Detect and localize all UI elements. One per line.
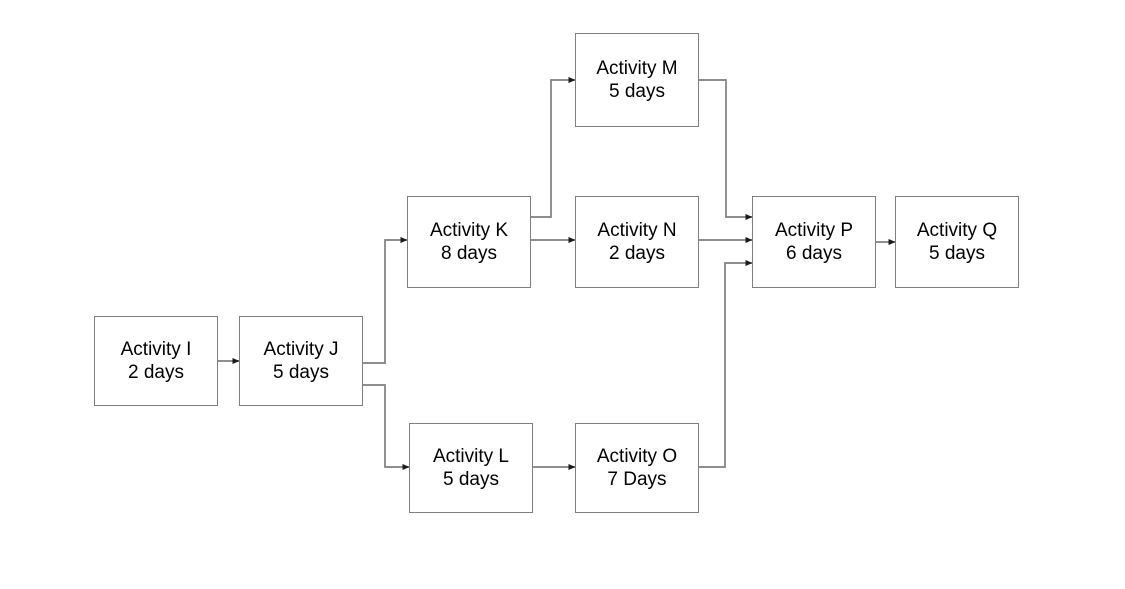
node-activity-j-label: Activity J xyxy=(263,338,339,360)
edge-j-l xyxy=(363,384,410,471)
node-activity-l-label: Activity L xyxy=(432,445,510,467)
node-activity-m-label: Activity M xyxy=(596,57,678,79)
node-activity-j-duration: 5 days xyxy=(273,362,329,383)
node-activity-q-duration: 5 days xyxy=(929,243,985,264)
node-activity-m-duration: 5 days xyxy=(609,81,665,102)
node-activity-i-label: Activity I xyxy=(120,338,192,360)
node-activity-p-duration: 6 days xyxy=(786,243,842,264)
edge-j-k xyxy=(363,236,408,364)
node-activity-n-label: Activity N xyxy=(597,219,677,241)
node-activity-k-duration: 8 days xyxy=(441,243,497,264)
edge-k-m xyxy=(531,76,576,218)
node-activity-q-label: Activity Q xyxy=(916,219,998,241)
node-activity-l-duration: 5 days xyxy=(443,469,499,490)
node-activity-k-label: Activity K xyxy=(429,219,509,241)
edge-o-p xyxy=(699,259,753,468)
node-activity-p-label: Activity P xyxy=(774,219,854,241)
edge-m-p xyxy=(699,79,753,221)
node-activity-n-duration: 2 days xyxy=(609,243,665,264)
node-activity-o-duration: 7 Days xyxy=(607,469,667,490)
node-activity-o-label: Activity O xyxy=(596,445,678,467)
node-activity-i-duration: 2 days xyxy=(128,362,184,383)
